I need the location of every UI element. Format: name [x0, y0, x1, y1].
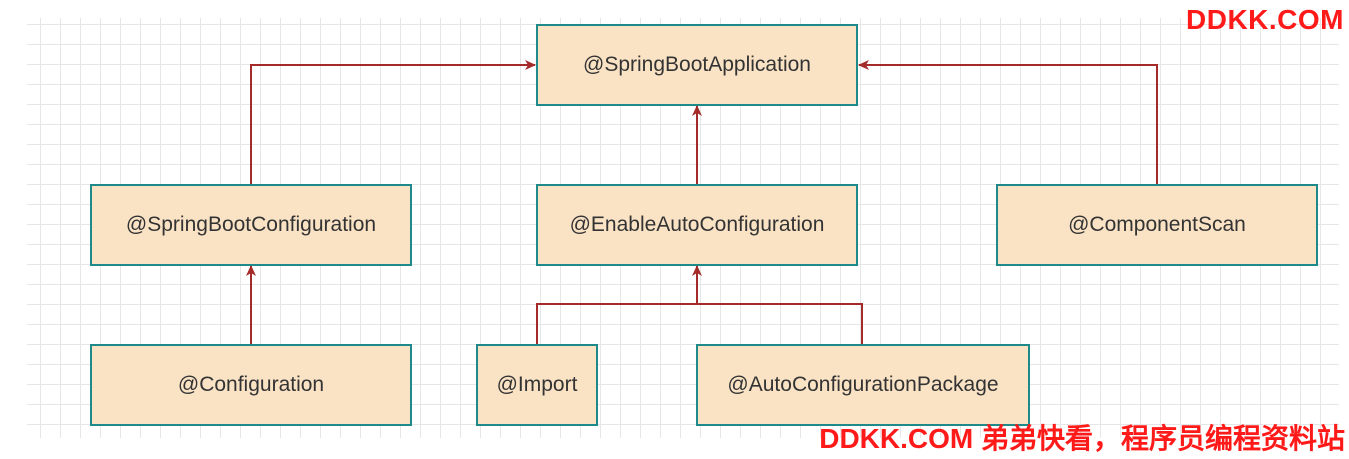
node-componentscan[interactable]: @ComponentScan — [996, 184, 1318, 266]
edge-autoconfigurationpackage-to-enableautoconfiguration — [697, 303, 863, 345]
node-import[interactable]: @Import — [476, 344, 598, 426]
node-springbootconfiguration-label: @SpringBootConfiguration — [125, 213, 377, 236]
edge-springbootconfiguration-to-springbootapplication — [250, 60, 536, 185]
node-enableautoconfiguration-label: @EnableAutoConfiguration — [569, 213, 825, 236]
node-enableautoconfiguration[interactable]: @EnableAutoConfiguration — [536, 184, 858, 266]
node-springbootapplication-label: @SpringBootApplication — [583, 53, 811, 76]
node-autoconfigurationpackage[interactable]: @AutoConfigurationPackage — [696, 344, 1030, 426]
node-springbootconfiguration[interactable]: @SpringBootConfiguration — [90, 184, 412, 266]
edge-componentscan-to-springbootapplication — [858, 60, 1158, 185]
node-import-label: @Import — [496, 373, 578, 396]
node-autoconfigurationpackage-label: @AutoConfigurationPackage — [727, 373, 999, 396]
node-configuration-label: @Configuration — [177, 373, 325, 396]
watermark-bottom: DDKK.COM 弟弟快看，程序员编程资料站 — [819, 423, 1345, 454]
node-componentscan-label: @ComponentScan — [1068, 213, 1246, 236]
watermark-top: DDKK.COM — [1186, 4, 1344, 35]
edge-import-to-enableautoconfiguration — [536, 265, 702, 345]
node-configuration[interactable]: @Configuration — [90, 344, 412, 426]
node-springbootapplication[interactable]: @SpringBootApplication — [536, 24, 858, 106]
